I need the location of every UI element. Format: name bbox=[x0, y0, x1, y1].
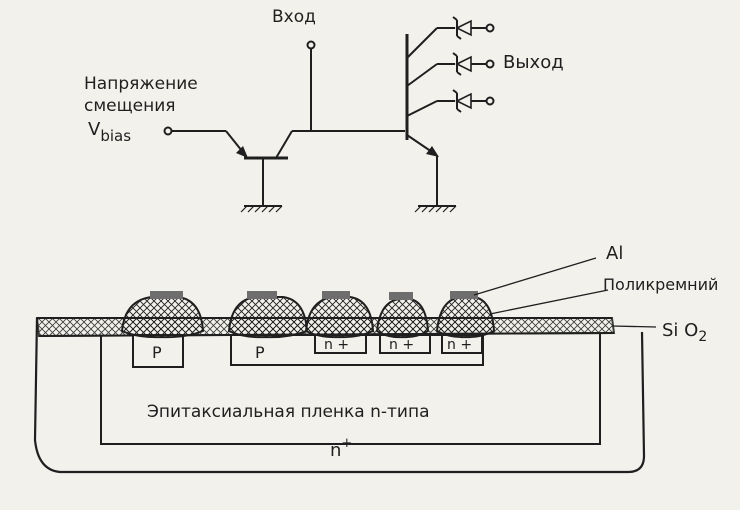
input-terminal bbox=[306, 40, 316, 50]
poly-contact-4 bbox=[375, 298, 430, 339]
epitaxial-layer bbox=[100, 333, 601, 445]
al-contact-4 bbox=[389, 292, 413, 300]
label-n-plus-2: n + bbox=[389, 337, 414, 353]
poly-contact-5 bbox=[435, 296, 496, 339]
schottky-output-2 bbox=[406, 52, 495, 87]
circuit-schematic bbox=[163, 16, 495, 213]
leader-sio2 bbox=[611, 325, 657, 328]
bias-terminal bbox=[163, 126, 173, 136]
label-vbias: Vbias bbox=[88, 119, 131, 145]
al-contact-2 bbox=[247, 291, 277, 299]
label-p-region-2: P bbox=[255, 343, 265, 362]
label-n-plus-1: n + bbox=[324, 337, 349, 353]
ground-left bbox=[240, 205, 283, 213]
substrate-outline bbox=[33, 317, 646, 474]
label-al: Al bbox=[606, 243, 623, 264]
p-region-1 bbox=[132, 334, 184, 368]
label-sio2: Si O2 bbox=[662, 320, 707, 345]
label-substrate: n+ bbox=[330, 436, 352, 461]
label-epitaxial: Эпитаксиальная пленка n-типа bbox=[147, 402, 430, 422]
device-cross-section bbox=[33, 257, 657, 474]
label-input: Вход bbox=[272, 7, 316, 27]
schottky-output-1 bbox=[406, 16, 495, 59]
output-transistor bbox=[386, 16, 495, 213]
poly-contact-3 bbox=[304, 296, 375, 339]
poly-contact-2 bbox=[227, 296, 309, 339]
leader-polysilicon bbox=[489, 289, 609, 315]
al-contact-3 bbox=[322, 291, 350, 299]
label-p-region-1: P bbox=[152, 343, 162, 362]
label-bias-line2: смещения bbox=[84, 96, 176, 116]
bias-transistor bbox=[225, 130, 293, 213]
ground-right bbox=[414, 205, 457, 213]
poly-contact-1 bbox=[120, 296, 205, 339]
leader-al bbox=[473, 257, 597, 296]
al-contact-1 bbox=[150, 291, 183, 299]
schottky-output-3 bbox=[406, 89, 495, 117]
label-output: Выход bbox=[503, 52, 564, 73]
label-bias-line1: Напряжение bbox=[84, 74, 198, 94]
label-polysilicon: Поликремний bbox=[603, 275, 718, 294]
label-n-plus-3: n + bbox=[447, 337, 472, 353]
al-contact-5 bbox=[450, 291, 478, 299]
